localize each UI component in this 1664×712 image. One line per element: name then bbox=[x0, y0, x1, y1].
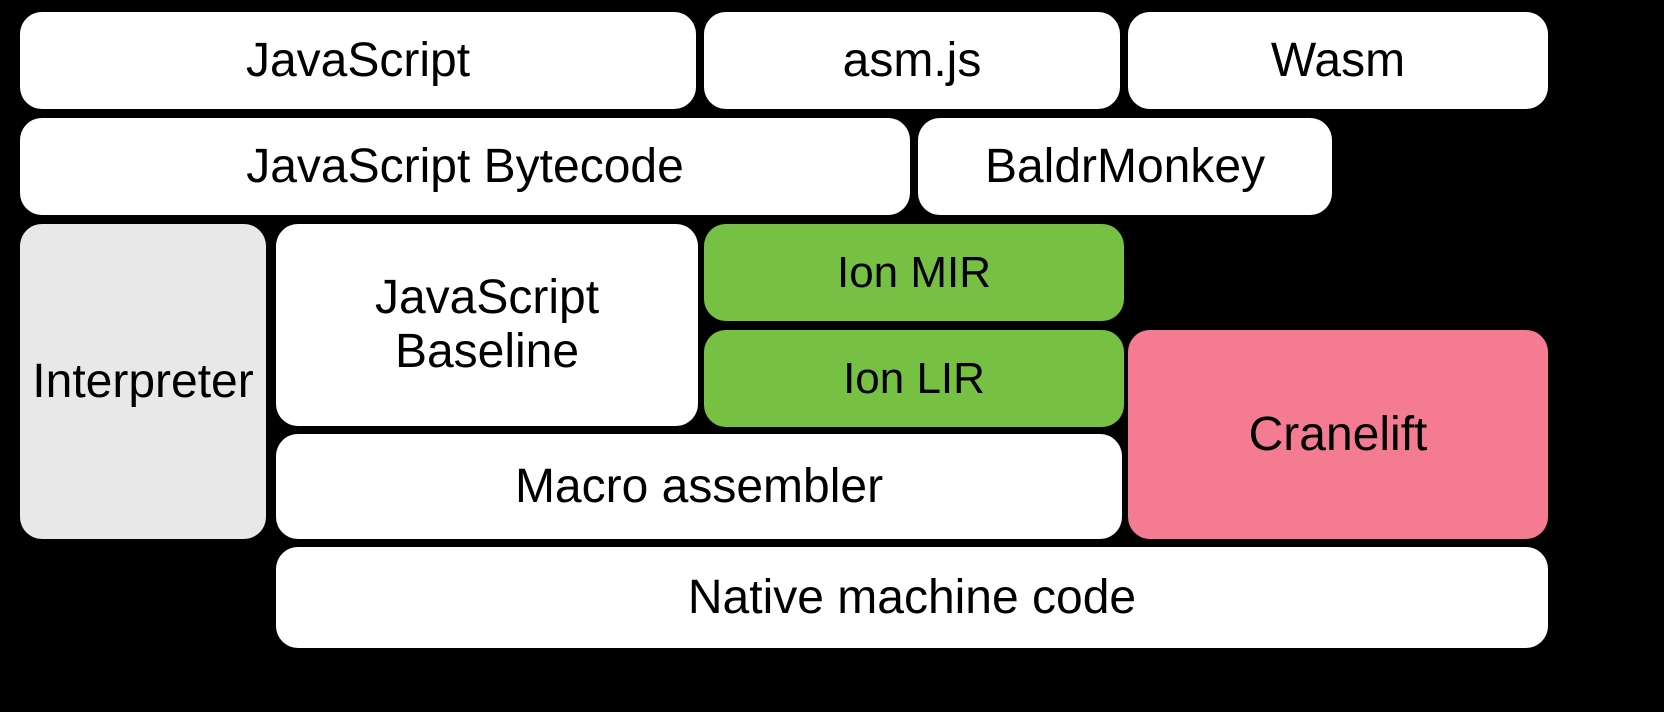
node-cranelift[interactable]: Cranelift bbox=[1128, 330, 1548, 539]
node-wasm[interactable]: Wasm bbox=[1128, 12, 1548, 109]
node-javascript-bytecode[interactable]: JavaScript Bytecode bbox=[20, 118, 910, 215]
node-native-machine-code[interactable]: Native machine code bbox=[276, 547, 1548, 648]
node-baldrmonkey[interactable]: BaldrMonkey bbox=[918, 118, 1332, 215]
node-macro-assembler[interactable]: Macro assembler bbox=[276, 434, 1122, 539]
node-asmjs[interactable]: asm.js bbox=[704, 12, 1120, 109]
node-interpreter[interactable]: Interpreter bbox=[20, 224, 266, 539]
node-javascript[interactable]: JavaScript bbox=[20, 12, 696, 109]
node-ion-mir[interactable]: Ion MIR bbox=[704, 224, 1124, 321]
node-javascript-baseline[interactable]: JavaScript Baseline bbox=[276, 224, 698, 426]
node-ion-lir[interactable]: Ion LIR bbox=[704, 330, 1124, 427]
